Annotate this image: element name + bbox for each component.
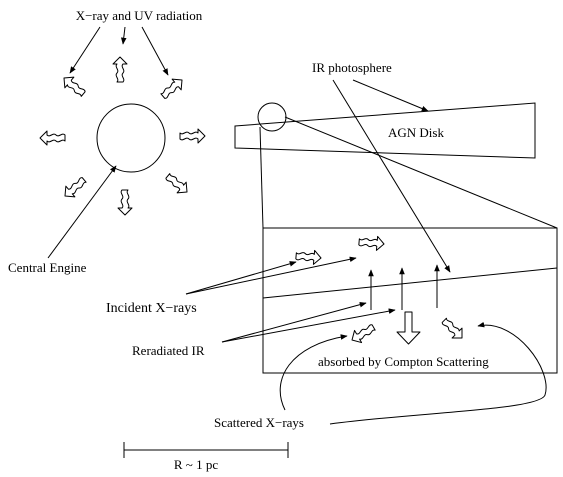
scale-label: R ~ 1 pc: [174, 457, 218, 472]
wavy-hollow-arrow-icon: [113, 57, 127, 82]
wavy-hollow-arrow-icon: [439, 315, 467, 343]
wavy-hollow-arrow-icon: [358, 235, 384, 251]
incident-pointer-1: [186, 262, 296, 294]
absorbed-label: absorbed by Compton Scattering: [318, 354, 489, 369]
agn-disk-shape: [235, 103, 535, 158]
wavy-hollow-arrow-icon: [163, 171, 191, 198]
wavy-hollow-arrow-icon: [60, 73, 88, 100]
wavy-hollow-arrow-icon: [118, 190, 132, 215]
radiation-pointer-left: [70, 27, 100, 73]
agn-disk-label: AGN Disk: [388, 125, 444, 140]
ir-photosphere-pointer: [353, 80, 428, 111]
central-engine-circle: [97, 104, 165, 172]
reradiated-ir-label: Reradiated IR: [132, 343, 205, 358]
ir-photosphere-long-pointer: [333, 80, 450, 272]
zoom-line-left: [260, 127, 263, 228]
wavy-hollow-arrow-icon: [180, 129, 205, 143]
zoom-box: [263, 228, 557, 373]
wavy-hollow-arrow-icon: [40, 131, 65, 145]
wavy-hollow-arrow-icon: [61, 175, 89, 202]
scattered-xrays-label: Scattered X−rays: [214, 415, 304, 430]
radiation-label: X−ray and UV radiation: [76, 8, 203, 23]
zoom-circle: [258, 103, 286, 131]
scattered-pointer-right: [330, 325, 546, 424]
wavy-hollow-arrow-icon: [158, 75, 186, 102]
ir-photosphere-label: IR photosphere: [312, 60, 392, 75]
wavy-hollow-arrow-icon: [349, 321, 378, 346]
hollow-down-arrow-icon: [397, 312, 420, 344]
photosphere-surface: [263, 268, 557, 298]
incident-pointer-2: [186, 258, 356, 294]
radiation-pointer-center: [123, 27, 125, 44]
radiation-pointer-right: [142, 27, 168, 75]
wavy-hollow-arrow-icon: [295, 249, 321, 265]
incident-xrays-label: Incident X−rays: [106, 301, 197, 316]
radiation-arrows: [40, 57, 205, 215]
central-engine-label: Central Engine: [8, 260, 87, 275]
